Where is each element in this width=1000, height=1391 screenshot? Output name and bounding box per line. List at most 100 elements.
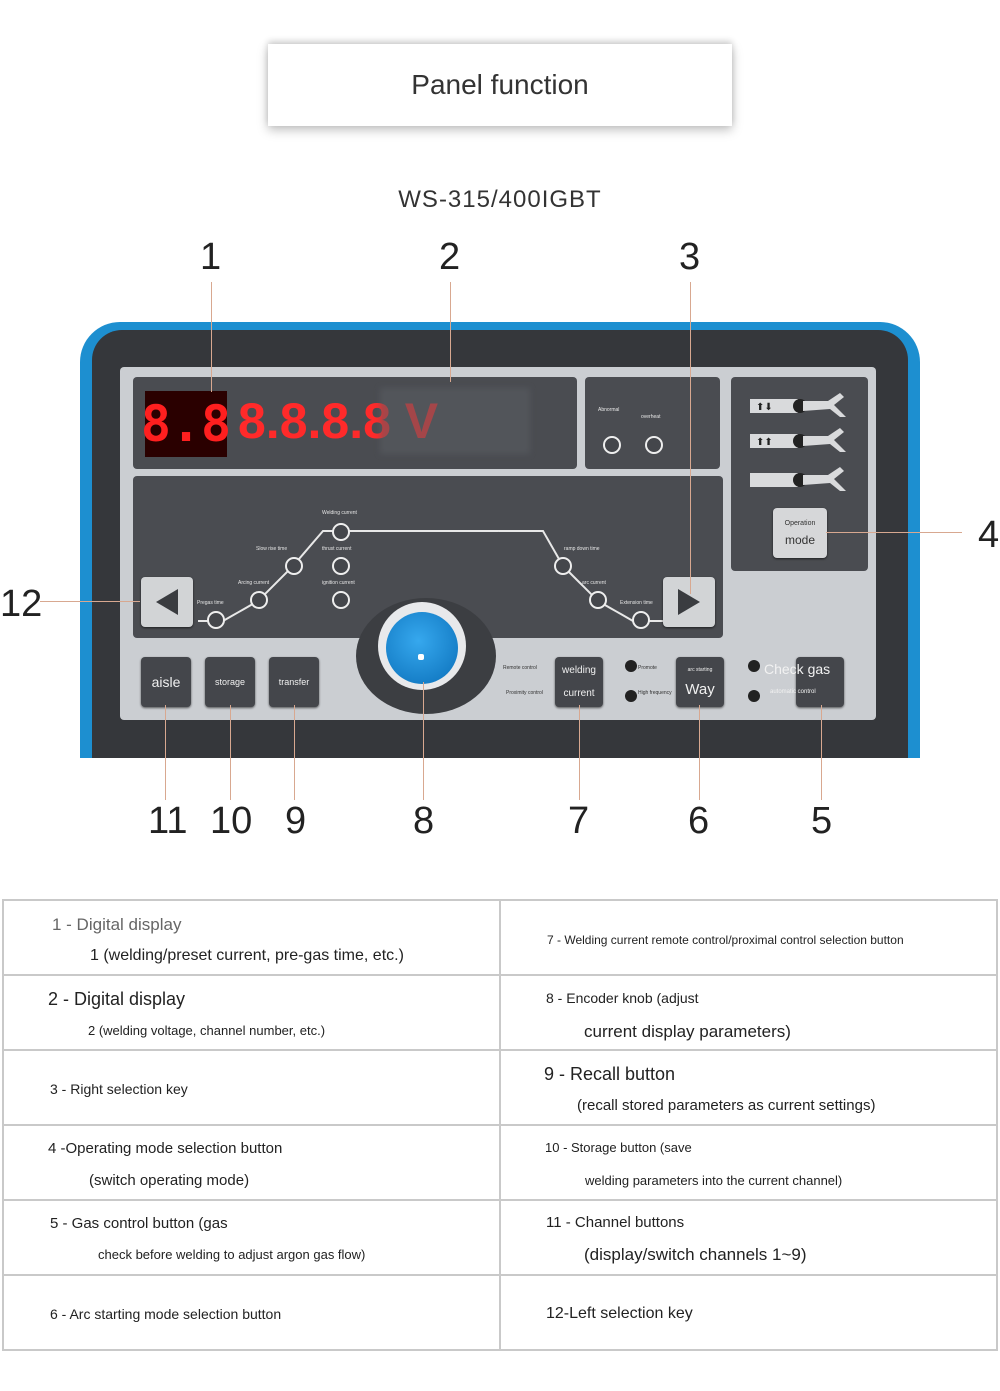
leader-5 — [821, 705, 822, 800]
table-cell: 5 - Gas control button (gas check before… — [2, 1199, 501, 1276]
table-cell: 6 - Arc starting mode selection button — [2, 1274, 501, 1351]
arc-starting-mode-button[interactable]: arc starting Way — [676, 657, 724, 707]
leader-9 — [294, 705, 295, 800]
function-table: 1 - Digital display 1 (welding/preset cu… — [2, 899, 998, 1351]
high-frequency-indicator — [625, 690, 637, 702]
leader-1 — [211, 282, 212, 392]
way-label: Way — [685, 680, 715, 698]
cell-text: 11 - Channel buttons — [546, 1214, 685, 1231]
table-cell: 12-Left selection key — [499, 1274, 998, 1351]
leader-10 — [230, 705, 231, 800]
callout-10: 10 — [210, 800, 253, 842]
cell-text: 8 - Encoder knob (adjust — [546, 990, 699, 1006]
cell-text: 10 - Storage button (save — [545, 1140, 692, 1155]
extension-time-label: Extension time — [620, 600, 653, 606]
right-selection-key[interactable] — [663, 577, 715, 627]
welding-curve-line — [198, 530, 673, 622]
callout-4: 4 — [978, 514, 1000, 556]
cell-text: 2 (welding voltage, channel number, etc.… — [88, 1023, 326, 1038]
cell-text: (display/switch channels 1~9) — [584, 1245, 807, 1264]
svg-text:⬆⬆: ⬆⬆ — [756, 437, 773, 448]
cell-text: 12-Left selection key — [546, 1305, 693, 1322]
channel-button[interactable]: aisle — [141, 657, 191, 707]
promote-indicator — [625, 660, 637, 672]
cell-text: 9 - Recall button — [544, 1064, 676, 1084]
left-selection-key[interactable] — [141, 577, 193, 627]
cell-text: 4 -Operating mode selection button — [48, 1140, 283, 1157]
model-label: WS-315/400IGBT — [398, 186, 602, 213]
check-gas-indicator — [748, 660, 760, 672]
panel-function-title: Panel function — [268, 44, 732, 126]
blurred-region — [380, 388, 530, 454]
thrust-current-led — [332, 557, 350, 575]
callout-3: 3 — [679, 236, 701, 278]
table-cell: 9 - Recall button (recall stored paramet… — [499, 1049, 998, 1126]
abnormal-label: Abnormal — [598, 407, 620, 413]
automatic-control-indicator — [748, 690, 760, 702]
leader-2 — [450, 282, 451, 382]
callout-5: 5 — [811, 800, 833, 842]
current-label: current — [563, 688, 595, 699]
cell-text: check before welding to adjust argon gas… — [98, 1247, 366, 1262]
welding-label: welding — [562, 665, 596, 676]
welding-current-label: Welding current — [322, 510, 357, 516]
ignition-current-label: ignition current — [322, 580, 355, 586]
remote-control-label: Remote control — [503, 665, 537, 671]
callout-8: 8 — [413, 800, 435, 842]
left-arrow-icon — [156, 589, 178, 615]
table-row: 5 - Gas control button (gas check before… — [2, 1199, 998, 1276]
leader-4 — [826, 532, 962, 533]
leader-6 — [699, 705, 700, 800]
table-row: 4 -Operating mode selection button (swit… — [2, 1124, 998, 1201]
table-cell: 11 - Channel buttons (display/switch cha… — [499, 1199, 998, 1276]
status-area — [585, 377, 720, 469]
overheat-indicator — [645, 436, 663, 454]
pregas-label: Pregas time — [197, 600, 224, 606]
operation-mode-button[interactable]: Operation mode — [773, 508, 827, 558]
table-cell: 4 -Operating mode selection button (swit… — [2, 1124, 501, 1201]
cell-text: 2 - Digital display — [48, 989, 186, 1009]
leader-8 — [423, 682, 424, 800]
callout-12: 12 — [0, 583, 43, 625]
callout-11: 11 — [148, 800, 188, 842]
cell-text: current display parameters) — [584, 1022, 791, 1041]
table-row: 1 - Digital display 1 (welding/preset cu… — [2, 899, 998, 976]
pregas-led — [207, 611, 225, 629]
torch-mode-4t-icon: ⬆⬆ — [748, 428, 848, 454]
arc-starting-label: arc starting — [687, 666, 713, 673]
cell-text: welding parameters into the current chan… — [585, 1173, 843, 1188]
callout-6: 6 — [688, 800, 710, 842]
encoder-knob[interactable] — [386, 612, 458, 684]
leader-3 — [690, 282, 691, 594]
recall-button[interactable]: transfer — [269, 657, 319, 707]
table-cell: 2 - Digital display 2 (welding voltage, … — [2, 974, 501, 1051]
table-cell: 7 - Welding current remote control/proxi… — [499, 899, 998, 976]
mode-label: mode — [784, 532, 816, 547]
cell-text: (switch operating mode) — [89, 1172, 250, 1189]
high-frequency-label: High frequency — [638, 690, 672, 696]
slow-rise-led — [285, 557, 303, 575]
table-cell: 3 - Right selection key — [2, 1049, 501, 1126]
operation-label: Operation — [784, 519, 816, 527]
cell-text: (recall stored parameters as current set… — [577, 1097, 876, 1114]
storage-button[interactable]: storage — [205, 657, 255, 707]
leader-12 — [40, 601, 140, 602]
table-cell: 8 - Encoder knob (adjust current display… — [499, 974, 998, 1051]
knob-marker-icon — [418, 654, 424, 660]
callout-7: 7 — [568, 800, 590, 842]
welding-current-button[interactable]: welding current — [555, 657, 603, 707]
arcing-current-label: Arcing current — [238, 580, 270, 586]
abnormal-indicator — [603, 436, 621, 454]
cell-text: 7 - Welding current remote control/proxi… — [547, 933, 904, 947]
cell-text: 5 - Gas control button (gas — [50, 1215, 228, 1232]
callout-1: 1 — [200, 236, 222, 278]
ramp-down-label: ramp down time — [564, 546, 600, 552]
cell-text: 1 - Digital display — [52, 915, 182, 934]
svg-text:⬆⬇: ⬆⬇ — [756, 402, 773, 413]
callout-9: 9 — [285, 800, 307, 842]
arc-current-led — [589, 591, 607, 609]
thrust-current-label: thrust current — [322, 546, 352, 552]
ignition-current-led — [332, 591, 350, 609]
gas-control-button[interactable] — [796, 657, 844, 707]
digital-display-1: 8.8 — [141, 391, 231, 457]
